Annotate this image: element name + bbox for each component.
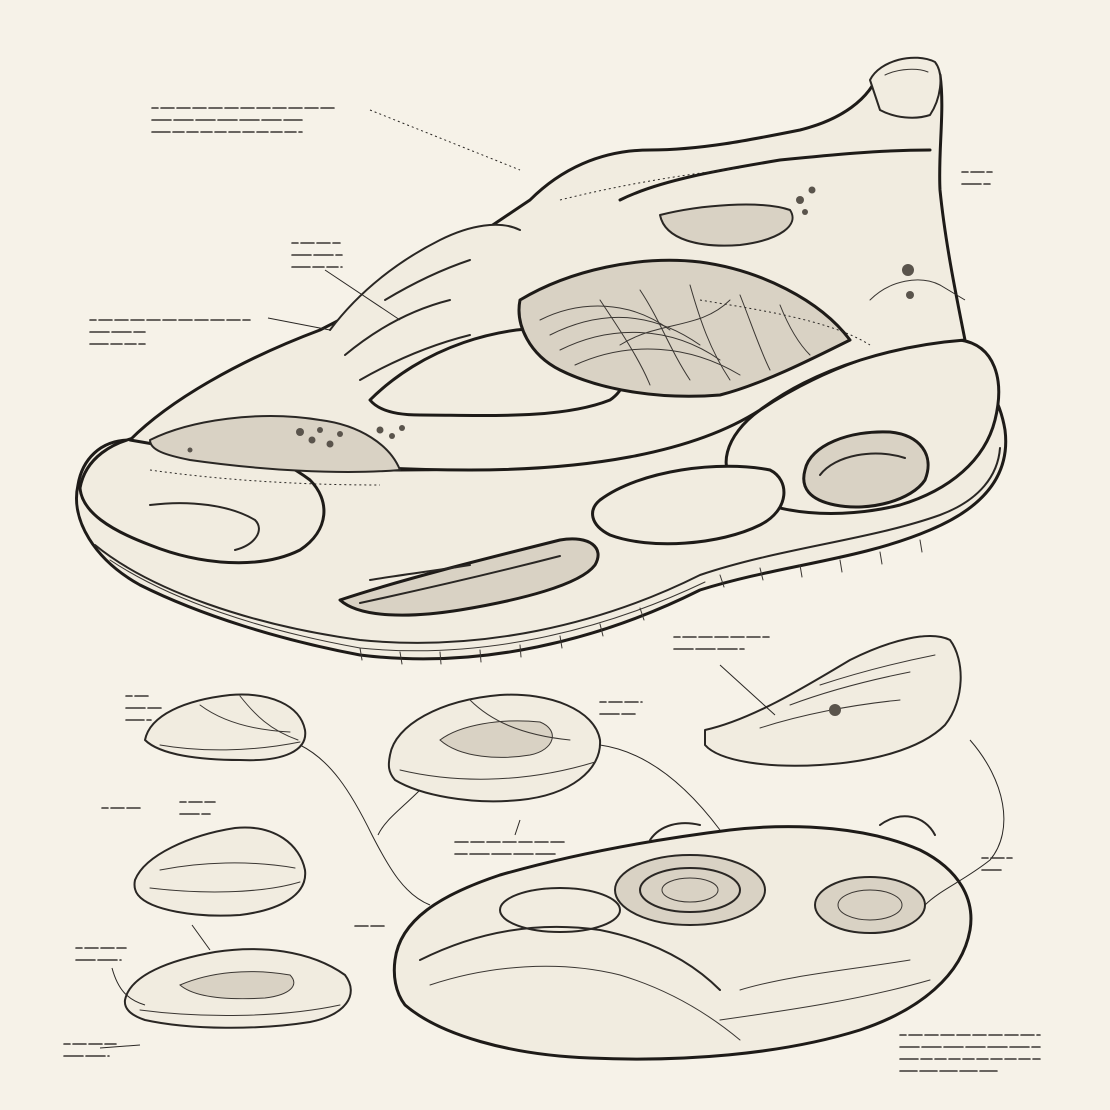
variant-shoe-5: [123, 948, 352, 1029]
annotation-center-small: [599, 701, 643, 715]
annotation-left-mid: [89, 319, 251, 345]
annotation-right-mid: [673, 636, 770, 650]
annotation-mid-left: [291, 242, 343, 268]
internal-wires: [539, 284, 811, 386]
annotation-bottom-right: [899, 1034, 1041, 1072]
annotation-top-left: [151, 107, 335, 133]
annotation-small-1: [125, 695, 162, 721]
perforation-dots: [187, 186, 914, 453]
annotation-text-group: [63, 107, 1041, 1072]
annotation-center-text: [454, 841, 565, 855]
annotation-right-small: [981, 857, 1013, 871]
variant-shoe-2: [387, 693, 602, 803]
main-shoe-drawing: [75, 56, 1008, 665]
variant-shoe-3: [704, 635, 962, 767]
cross-section-drawing: [392, 815, 973, 1061]
annotation-upper-right: [961, 171, 993, 185]
variant-shoe-1: [144, 693, 307, 762]
leader-lines: [99, 109, 1005, 1049]
annotation-left-bottom-2: [63, 1043, 117, 1057]
annotation-small-3: [179, 801, 216, 815]
variant-shoe-4: [133, 826, 307, 917]
annotation-left-bottom-1: [75, 947, 127, 961]
